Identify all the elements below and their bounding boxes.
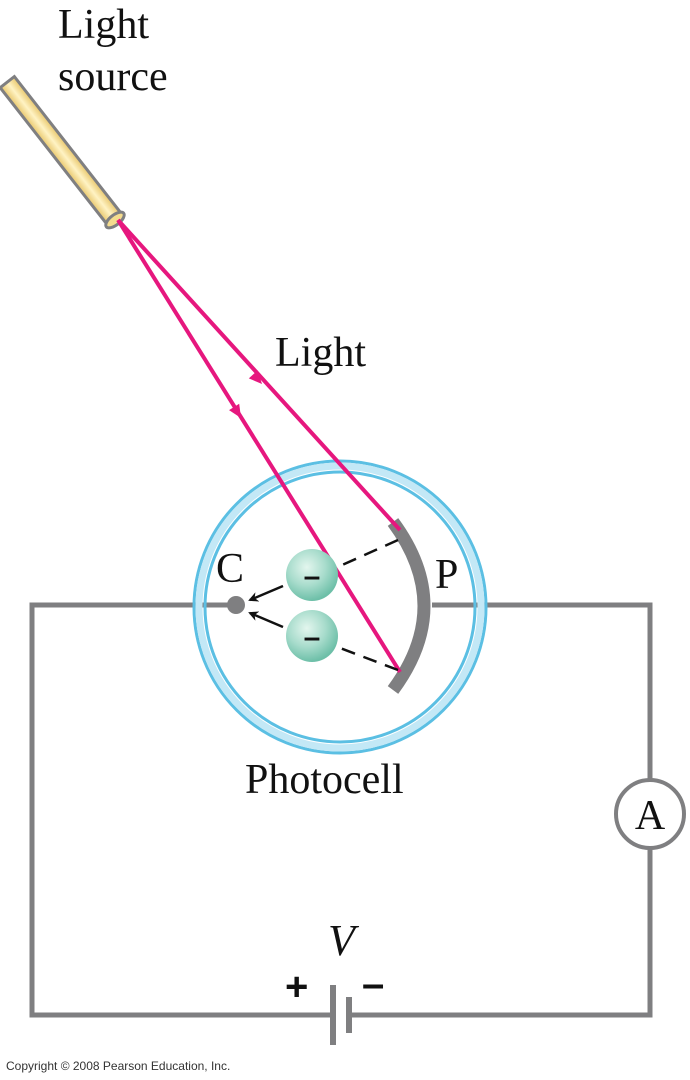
light-ray-lower: [116, 218, 402, 674]
light-label: Light: [275, 330, 366, 376]
electron-lower: –: [286, 610, 338, 662]
circuit-wire: [29, 602, 653, 1018]
copyright-footer: Copyright © 2008 Pearson Education, Inc.: [6, 1059, 230, 1073]
photocell-label: Photocell: [245, 757, 404, 803]
electron-arrow-upper: [248, 584, 284, 602]
electron-charge-label: –: [304, 621, 321, 654]
photocell-plate: [387, 518, 431, 694]
ammeter-label: A: [635, 793, 666, 839]
light-ray-upper-arrow: [248, 370, 262, 384]
electron-charge-label: –: [304, 560, 321, 593]
cathode-dot: [227, 596, 245, 614]
battery: [330, 985, 352, 1045]
plate-label: P: [435, 552, 458, 598]
light-source-tube: [0, 74, 126, 230]
electron-upper: –: [286, 549, 338, 601]
cathode-label: C: [216, 546, 244, 592]
light-ray-lower-arrow: [229, 403, 241, 418]
light-source-label-line2: source: [58, 54, 168, 100]
electron-arrow-lower: [248, 611, 284, 629]
electron-paths: [248, 538, 399, 672]
ammeter: [614, 778, 686, 850]
light-ray-arrows: [229, 370, 262, 418]
voltage-label: V: [328, 916, 360, 965]
light-source-label-line1: Light: [58, 2, 149, 48]
battery-plus-label: +: [285, 965, 308, 1009]
battery-minus-label: –: [362, 962, 384, 1006]
